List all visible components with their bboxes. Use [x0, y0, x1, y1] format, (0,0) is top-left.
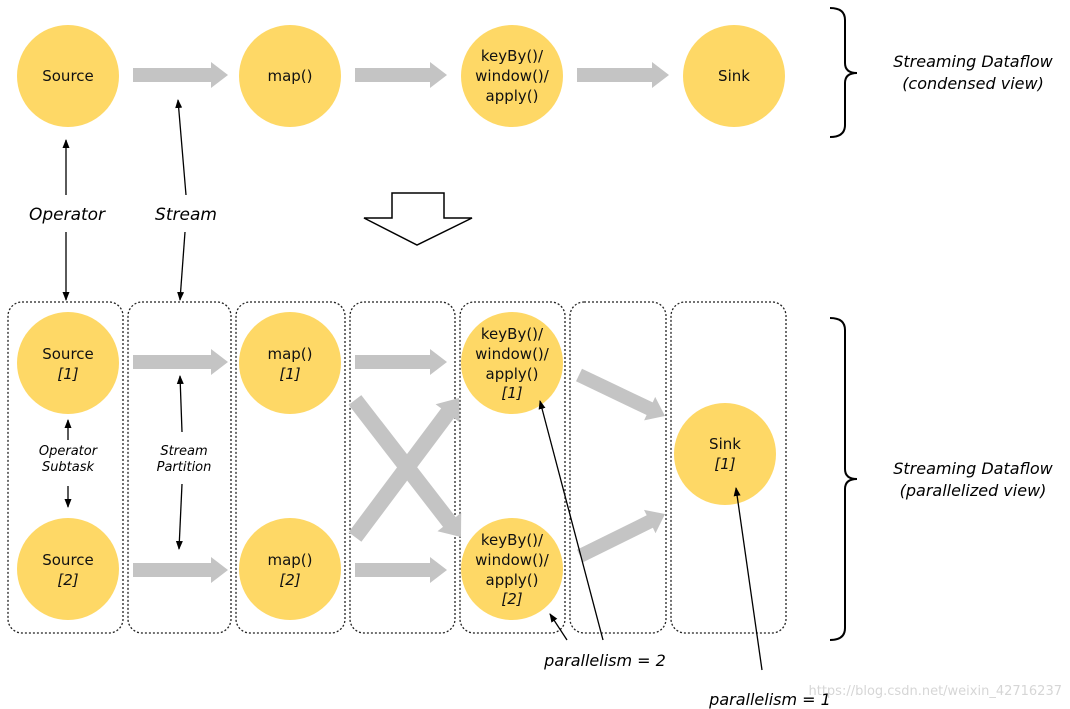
keyby-subtask-2-label-line3: apply()	[486, 571, 539, 589]
map-subtask-2-node	[239, 518, 341, 620]
sink-operator-box	[670, 301, 787, 634]
map-subtask-1-node	[239, 312, 341, 414]
parallelized-view-brace	[829, 317, 858, 641]
partition-arrow-keyby2-to-sink	[576, 509, 665, 563]
sink-node	[683, 25, 785, 127]
source-subtask-1-index: [1]	[57, 365, 78, 383]
partition-arrow-map2-to-keyby2	[355, 557, 447, 583]
watermark-text: https://blog.csdn.net/weixin_42716237	[808, 684, 1062, 699]
keyby-subtask-2-node	[461, 518, 563, 620]
transform-down-arrow	[363, 192, 473, 246]
source-subtask-1-label: Source	[42, 345, 94, 363]
keyby-node-label-line3: apply()	[486, 87, 539, 105]
map-subtask-1-label: map()	[267, 345, 312, 363]
stream-pointer-down	[177, 231, 186, 301]
stream-pointer-up	[175, 99, 187, 196]
stream-partition-label-line1: Stream	[160, 444, 207, 459]
condensed-view-brace	[829, 7, 858, 138]
keyby-subtask-1-label-line3: apply()	[486, 365, 539, 383]
operator-subtask-label-line1: Operator	[39, 444, 99, 459]
sink-node-label: Sink	[718, 67, 750, 85]
keyby-subtask-2-index: [2]	[501, 590, 522, 608]
partition-arrow-keyby1-to-sink	[576, 368, 665, 421]
parallelism-1-pointer-sink	[733, 487, 763, 671]
keyby-subtask-2-label-line1: keyBy()/	[481, 531, 544, 549]
stream-arrow-keyby-to-sink	[577, 62, 669, 88]
stream-arrow-map-to-keyby	[355, 62, 447, 88]
parallelized-view: Source [1] Source [2] map() [1] map() [2…	[7, 301, 1054, 641]
map-subtask-2-index: [2]	[279, 571, 300, 589]
keyby-subtask-1-label-line1: keyBy()/	[481, 325, 544, 343]
condensed-caption-line1: Streaming Dataflow	[893, 52, 1053, 71]
keyby-subtask-1-index: [1]	[501, 384, 522, 402]
operator-subtask-label-line2: Subtask	[42, 460, 95, 475]
stream-partition-pointer-down	[175, 483, 183, 550]
source-node	[17, 25, 119, 127]
parallelism-annotations: parallelism = 2 parallelism = 1	[538, 400, 831, 709]
stream-label: Stream	[155, 205, 217, 225]
source-operator-box	[7, 301, 124, 634]
source-subtask-1-node	[17, 312, 119, 414]
stream-partition-label-line2: Partition	[157, 460, 212, 475]
stream-partition-box-1	[127, 301, 232, 634]
partition-arrow-map2-to-keyby1	[348, 398, 460, 542]
keyby-window-apply-node	[461, 25, 563, 127]
stream-partition-box-3	[569, 301, 667, 634]
parallelism-2-label: parallelism = 2	[543, 651, 666, 670]
stream-arrow-source-to-map	[133, 62, 228, 88]
map-subtask-2-label: map()	[267, 551, 312, 569]
partition-arrow-source2-to-map2	[133, 557, 228, 583]
partition-arrow-map1-to-keyby1	[355, 349, 447, 375]
partition-arrow-source1-to-map1	[133, 349, 228, 375]
source-node-label: Source	[42, 67, 94, 85]
sink-subtask-1-index: [1]	[714, 455, 735, 473]
keyby-node-label-line1: keyBy()/	[481, 47, 544, 65]
term-labels: Operator Stream	[29, 99, 217, 301]
parallelized-caption-line2: (parallelized view)	[900, 481, 1047, 500]
condensed-caption-line2: (condensed view)	[902, 74, 1044, 93]
map-operator-box	[235, 301, 346, 634]
parallelism-2-pointer-keyby2	[549, 613, 568, 641]
source-subtask-2-label: Source	[42, 551, 94, 569]
keyby-node-label-line2: window()/	[475, 67, 550, 85]
stream-partition-pointer-up	[176, 375, 184, 433]
keyby-subtask-1-node	[461, 312, 563, 414]
map-node	[239, 25, 341, 127]
map-node-label: map()	[267, 67, 312, 85]
source-subtask-2-node	[17, 518, 119, 620]
operator-label: Operator	[29, 205, 106, 225]
keyby-subtask-2-label-line2: window()/	[475, 551, 550, 569]
sink-subtask-1-node	[674, 403, 776, 505]
condensed-view: Source map() keyBy()/ window()/ apply() …	[17, 7, 1054, 138]
source-subtask-2-index: [2]	[57, 571, 78, 589]
keyby-subtask-1-label-line2: window()/	[475, 345, 550, 363]
map-subtask-1-index: [1]	[279, 365, 300, 383]
parallelism-1-label: parallelism = 1	[708, 690, 831, 709]
sink-subtask-1-label: Sink	[709, 435, 741, 453]
parallelized-caption-line1: Streaming Dataflow	[893, 459, 1053, 478]
parallelism-2-pointer-keyby1	[538, 400, 604, 641]
